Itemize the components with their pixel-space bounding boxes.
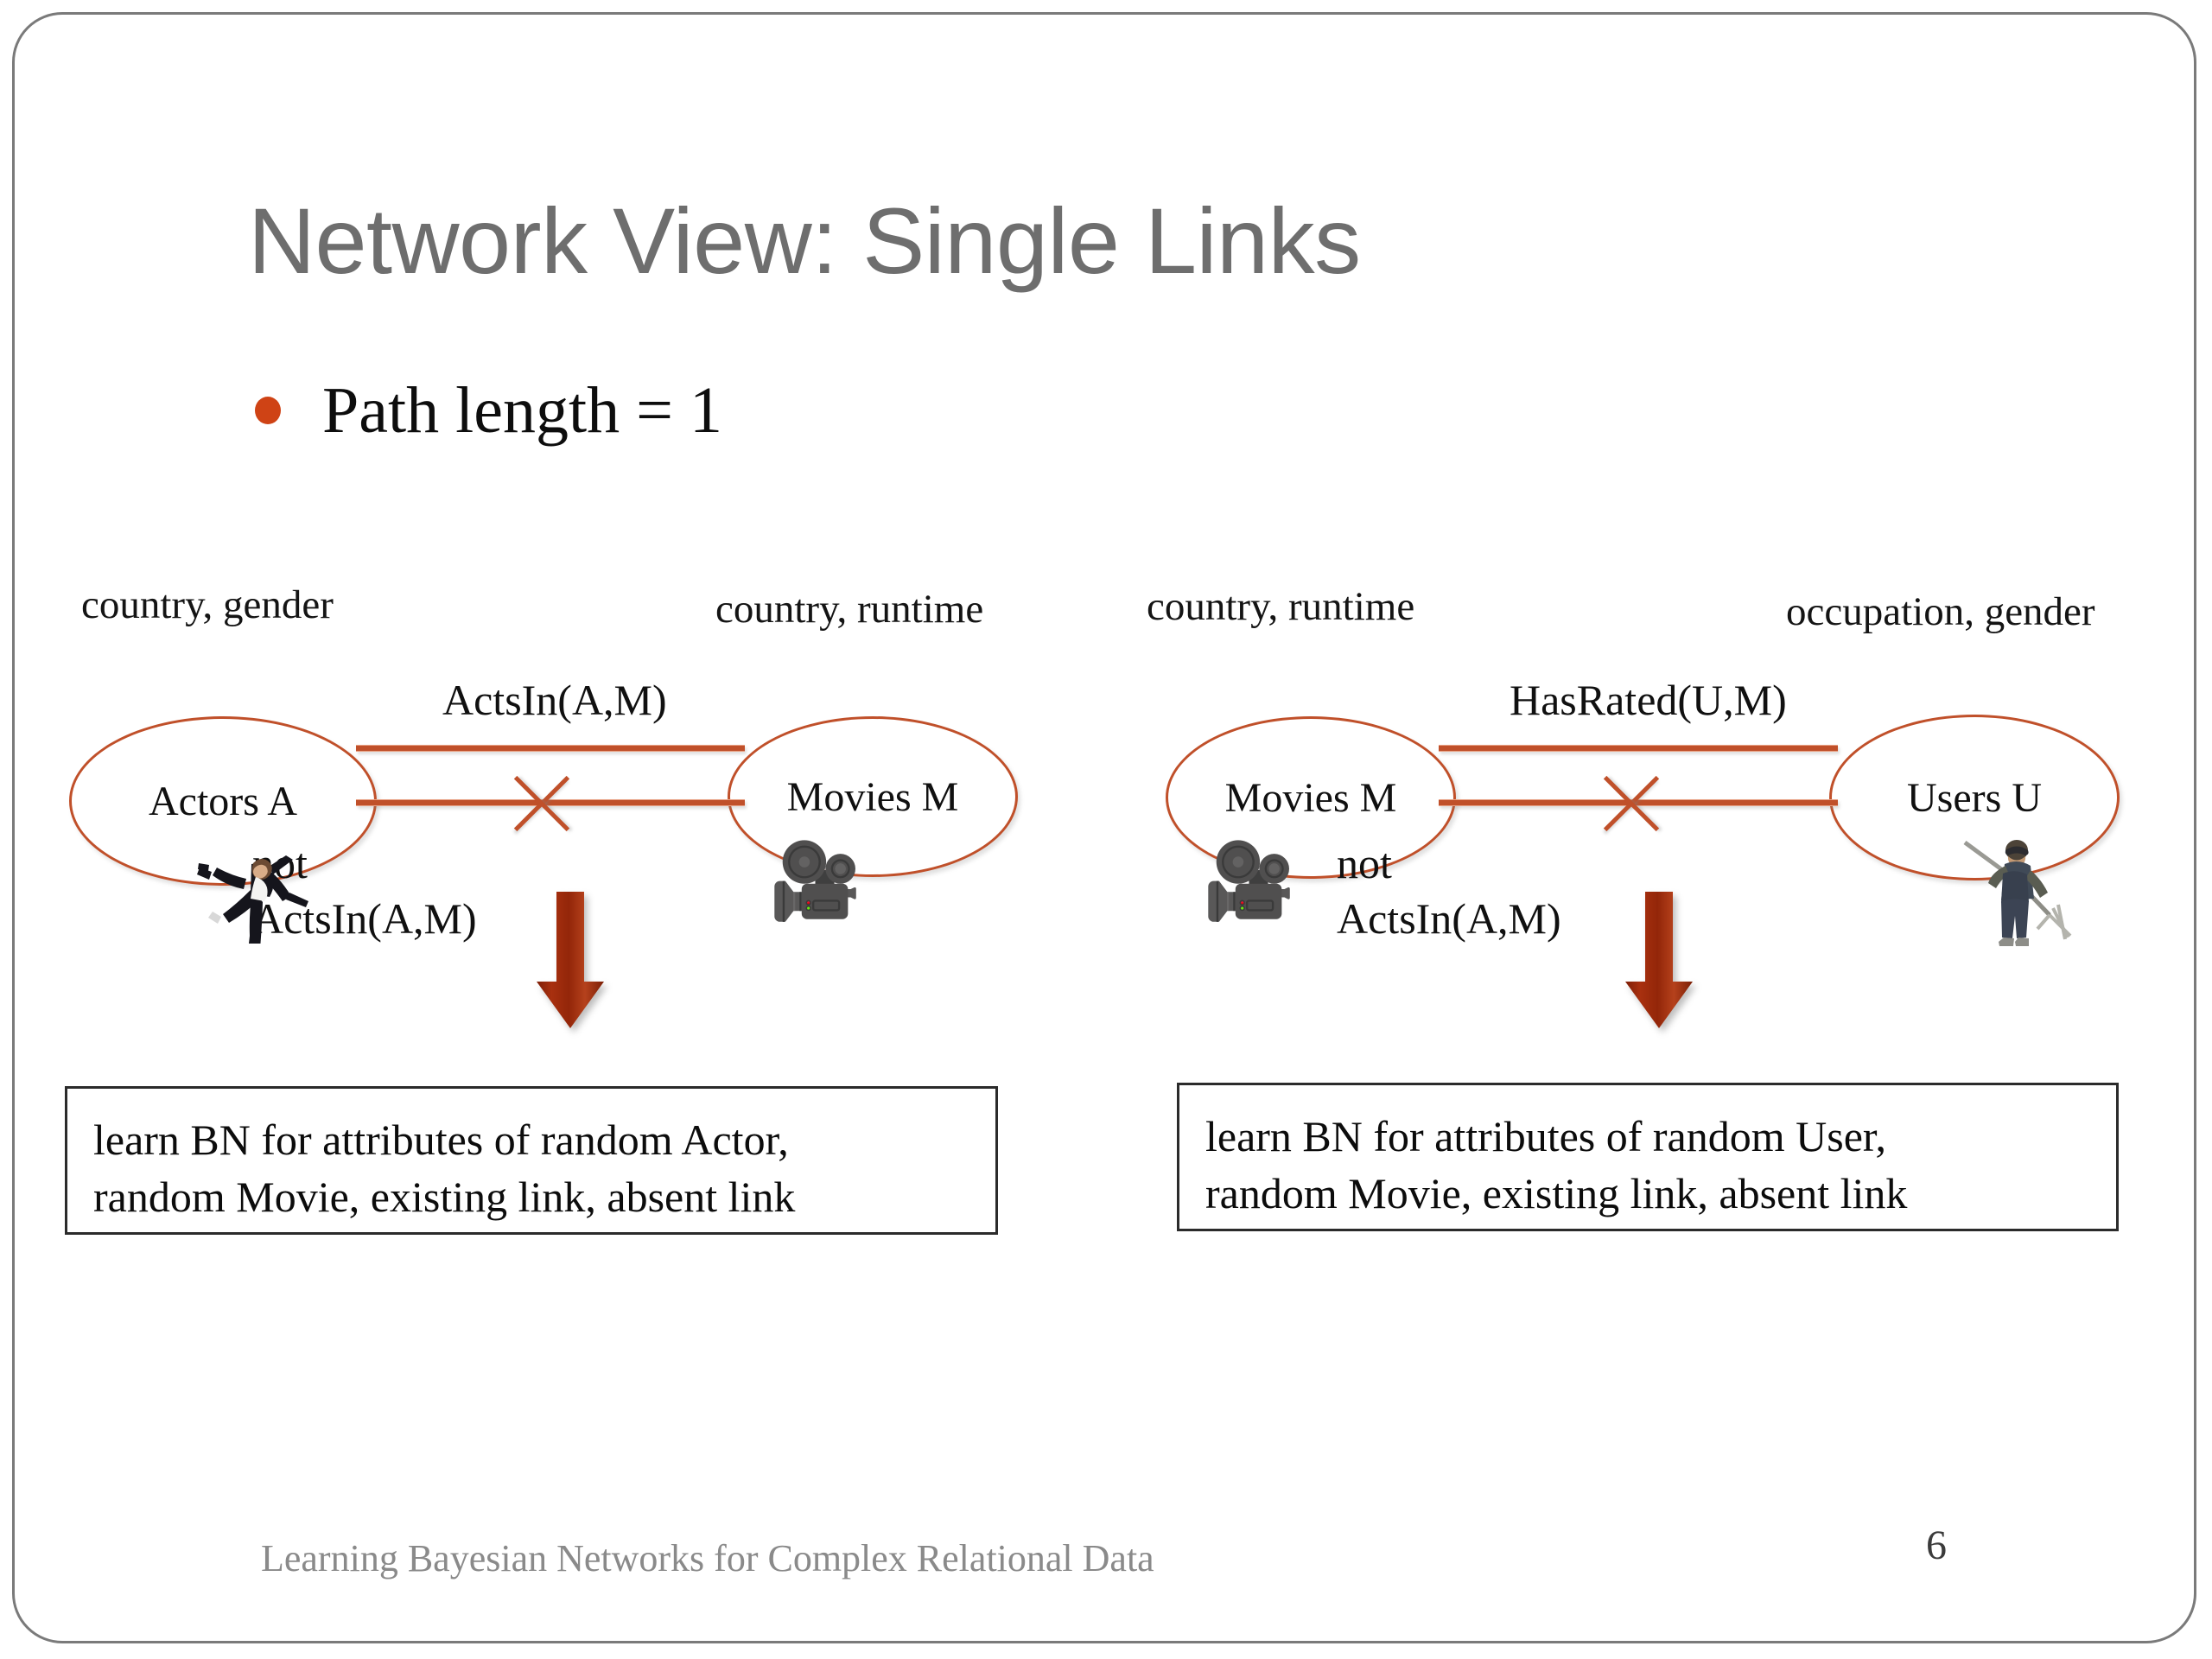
- bullet-dot-icon: [255, 397, 281, 424]
- node-label: Movies M: [1224, 774, 1397, 821]
- slide-canvas: Network View: Single Links Path length =…: [12, 12, 2196, 1643]
- node-label: Movies M: [786, 773, 959, 820]
- right-node-attributes: occupation, gender: [1786, 589, 2095, 634]
- movie-camera-icon: 🎥: [1203, 838, 1296, 925]
- actor-photo-icon: [179, 844, 313, 975]
- absent-link-edge: [356, 799, 745, 806]
- node-actors-a[interactable]: Actors A: [69, 716, 377, 886]
- red-down-arrow-icon: [533, 892, 607, 1030]
- outcome-text: learn BN for attributes of random Actor,…: [93, 1116, 796, 1221]
- node-label: Users U: [1907, 774, 2042, 821]
- relation-label: ActsIn(A,M): [442, 676, 667, 724]
- node-movies-m[interactable]: Movies M: [1166, 716, 1456, 879]
- bullet-item-label: Path length = 1: [322, 374, 722, 447]
- user-farmer-photo-icon: [1963, 836, 2093, 948]
- left-node-attributes: country, runtime: [1147, 584, 1415, 629]
- node-movies-m[interactable]: Movies M: [728, 716, 1018, 877]
- existing-link-edge: [356, 745, 745, 752]
- right-node-attributes: country, runtime: [715, 587, 984, 632]
- diagram-actors-movies: country, gender country, runtime ActsIn(…: [62, 585, 1125, 1069]
- node-label: Actors A: [149, 778, 297, 824]
- page-title: Network View: Single Links: [248, 188, 1361, 293]
- movie-camera-icon: 🎥: [769, 838, 862, 925]
- footer-title: Learning Bayesian Networks for Complex R…: [261, 1537, 1154, 1580]
- negated-relation-label: not ActsIn(A,M): [1337, 839, 1561, 943]
- outcome-box-left: learn BN for attributes of random Actor,…: [65, 1086, 998, 1235]
- relation-label: HasRated(U,M): [1510, 676, 1787, 724]
- outcome-text: learn BN for attributes of random User, …: [1205, 1112, 1908, 1217]
- absent-link-cross-icon: [505, 766, 579, 841]
- diagram-movies-users: country, runtime occupation, gender HasR…: [1147, 585, 2212, 1069]
- red-down-arrow-icon: [1622, 892, 1696, 1030]
- outcome-box-right: learn BN for attributes of random User, …: [1177, 1083, 2119, 1231]
- absent-link-cross-icon: [1594, 766, 1669, 841]
- bullet-item: Path length = 1: [255, 378, 722, 443]
- existing-link-edge: [1439, 745, 1838, 752]
- page-number: 6: [1926, 1522, 1947, 1568]
- left-node-attributes: country, gender: [81, 582, 334, 627]
- node-users-u[interactable]: Users U: [1829, 715, 2120, 880]
